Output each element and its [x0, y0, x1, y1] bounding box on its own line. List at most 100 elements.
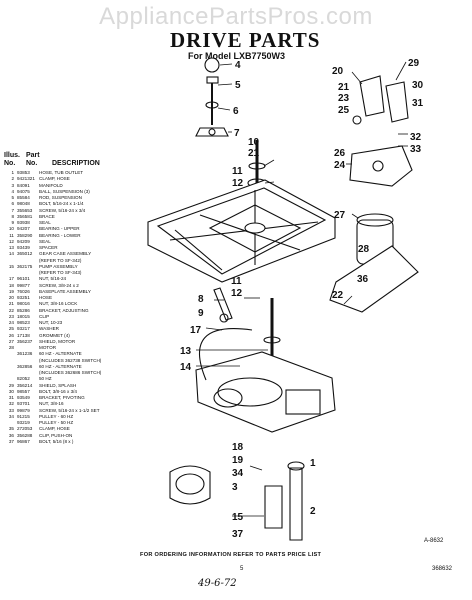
- illus-number: 17: [8, 276, 14, 282]
- callout-27: 26: [334, 148, 346, 159]
- hose-top: [287, 461, 305, 471]
- callout-5: 5: [235, 80, 241, 91]
- part-description: NUT, 5/16-24: [39, 276, 67, 282]
- part-description: ROD, SUSPENSION: [39, 195, 82, 200]
- bracket-nut: [352, 115, 362, 125]
- part-description: GEAR CASE ASSEMBLY: [39, 251, 92, 257]
- outlet-hose: [289, 467, 303, 541]
- upper-seal: [248, 162, 266, 170]
- illus-header: Illus. No.: [4, 152, 20, 167]
- illus-number: 5: [11, 195, 14, 200]
- part-number: 9421321: [17, 176, 35, 182]
- hub: [244, 222, 266, 234]
- callout-6: 6: [233, 106, 239, 117]
- part-number: 356288: [17, 432, 33, 438]
- part-description: NUT, 10-23: [39, 320, 63, 325]
- illus-number: 9: [11, 220, 14, 225]
- callout-32: 31: [412, 98, 424, 109]
- part-description: SEAL: [39, 220, 51, 225]
- part-number: 356214: [17, 382, 33, 388]
- part-description: CLAMP, HOSE: [39, 176, 70, 182]
- callout-25: 24: [334, 160, 346, 171]
- page-number: 5: [240, 566, 244, 572]
- callout-34: 33: [410, 144, 422, 155]
- illus-number: 4: [11, 188, 14, 194]
- part-description: SCREW, 3/8-24 x 2: [39, 282, 79, 288]
- callout-11-lower: 11: [231, 276, 242, 287]
- illus-number: 15: [8, 263, 14, 269]
- callout-2: 2: [310, 506, 316, 517]
- callout-14: 14: [180, 362, 192, 373]
- part-description: BASEPLATE ASSEMBLY: [39, 288, 91, 294]
- rod-bracket-hole: [208, 128, 216, 136]
- part-number: 93701: [17, 401, 30, 407]
- callout-15: 15: [232, 512, 244, 523]
- rib-4: [169, 221, 319, 241]
- brace: [213, 287, 233, 321]
- part-number: 98523: [17, 320, 30, 325]
- callout-22: 21: [338, 82, 350, 93]
- part-number: 96867: [17, 438, 30, 444]
- part-description: BOLT, 5/16-24 x 1-1/4: [39, 201, 84, 207]
- part-number: 17138: [17, 332, 30, 338]
- part-number: 99877: [17, 282, 30, 288]
- callout-33: 32: [410, 132, 422, 143]
- part-description: 60 HZ - ALTERNATE: [39, 363, 82, 369]
- part-description: 60 HZ - ALTERNATE: [39, 351, 82, 357]
- leader-lines: [196, 61, 408, 517]
- rod-collar: [205, 101, 219, 109]
- callout-13: 13: [180, 346, 192, 357]
- part-number: 85286: [17, 307, 30, 313]
- part-description: CLIP: [39, 313, 50, 319]
- illus-number: 32: [8, 401, 14, 407]
- illus-number: 25: [8, 326, 14, 332]
- callout-23: 22: [332, 290, 344, 301]
- model-subtitle: For Model LXB7750W3: [188, 51, 286, 61]
- pump-housing: [175, 473, 205, 495]
- callout-31: 30: [412, 80, 424, 91]
- callout-24: 23: [338, 93, 350, 104]
- illus-number: 37: [8, 438, 14, 444]
- part-number: 356581: [17, 213, 33, 219]
- baseplate-center: [208, 204, 302, 253]
- brace-nut: [219, 313, 229, 323]
- part-description: CLIP, PUSH-ON: [39, 432, 73, 438]
- part-number: 93853: [17, 170, 30, 175]
- drive-belt: [198, 328, 253, 381]
- callout-30: 29: [408, 58, 420, 69]
- illus-number: 30: [8, 388, 14, 394]
- callout-7: 7: [234, 128, 240, 139]
- part-description: PULLEY - 60 HZ: [39, 413, 74, 419]
- handwritten-note: 49-6-72: [198, 578, 237, 589]
- illus-number: 2: [11, 176, 14, 182]
- illus-number: 12: [8, 238, 14, 244]
- callout-21: 20: [332, 66, 344, 77]
- rib-1: [174, 229, 223, 271]
- illus-number: 10: [8, 226, 14, 232]
- callout-17: 17: [190, 325, 202, 336]
- part-number: 96101: [17, 276, 30, 282]
- part-number: 93549: [17, 395, 30, 400]
- illus-number: 13: [8, 245, 14, 250]
- illus-number: 28: [8, 345, 14, 350]
- part-number: 94075: [17, 188, 30, 194]
- part-number: 76026: [17, 288, 30, 294]
